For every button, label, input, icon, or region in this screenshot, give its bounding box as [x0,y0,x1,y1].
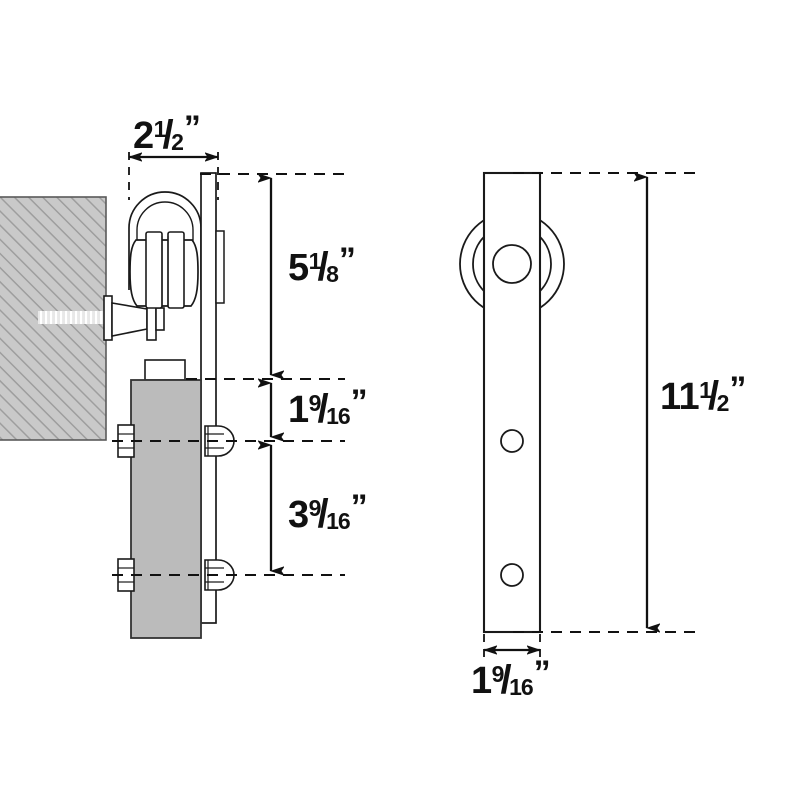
dimension-label-5-1-8: 51/8” [288,241,356,289]
dimension-label-1-9-16-vertical: 19/16” [288,383,368,431]
axle-block [144,359,186,381]
door-panel [130,379,202,639]
strap-hole-middle [500,429,524,453]
dim-numerator: 1 [308,248,322,274]
dimension-label-1-9-16-horizontal: 19/16” [471,654,551,702]
acorn-nut-upper [204,425,235,457]
dimension-label-11-1-2: 111/2” [660,372,746,416]
dim-denominator: 16 [326,508,351,534]
dim-slash: / [317,492,329,536]
strap-hole-lower [500,563,524,587]
dim-slash: / [317,387,329,431]
dim-denominator: 16 [326,403,351,429]
dim-slash: / [317,245,329,289]
dim-inch-mark: ” [183,109,201,147]
dim-whole: 5 [288,247,309,289]
dim-denominator: 16 [509,674,534,700]
dim-whole: 3 [288,494,309,536]
pulley-wheel [129,231,199,309]
dim-denominator: 2 [716,390,730,416]
dim-whole: 11 [660,376,700,418]
front-elevation-view [459,171,565,634]
front-view-dimension-lines [484,172,700,662]
dim-inch-mark: ” [350,383,368,421]
dimension-label-3-9-16: 39/16” [288,488,368,536]
hanger-strap [200,172,225,624]
side-elevation-view [0,172,235,639]
acorn-nut-lower [204,559,235,591]
dim-whole: 2 [133,115,154,157]
dim-inch-mark: ” [350,488,368,526]
dim-numerator: 9 [308,495,322,521]
dim-denominator: 8 [326,261,339,287]
dim-whole: 1 [471,660,492,702]
dim-slash: / [707,374,719,418]
dimension-label-2-1-2: 21/2” [133,109,201,157]
dim-inch-mark: ” [533,654,551,692]
dim-numerator: 1 [153,116,167,142]
dim-numerator: 9 [491,661,505,687]
dim-numerator: 9 [308,390,322,416]
dim-denominator: 2 [171,129,184,155]
dim-inch-mark: ” [338,241,356,279]
dim-inch-mark: ” [729,370,746,408]
dim-whole: 1 [288,389,309,431]
side-view-dimension-lines [112,152,345,576]
dim-slash: / [162,113,174,157]
dim-slash: / [500,658,512,702]
dim-numerator: 1 [699,377,712,403]
strap-hole-center [492,244,532,284]
